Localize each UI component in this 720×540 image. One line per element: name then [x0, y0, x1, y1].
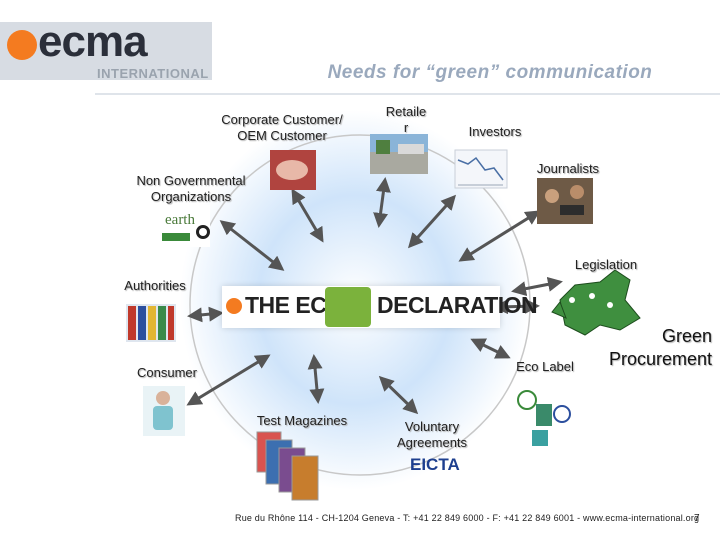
stock-chart-icon: [454, 149, 508, 189]
label-authorities: Authorities: [124, 278, 186, 293]
page-number: 7: [694, 513, 700, 524]
arrow-legislation: [511, 276, 563, 297]
label-legislation: Legislation: [574, 257, 638, 272]
eco-tree-icon: [325, 287, 371, 327]
magazines-icon: [256, 431, 319, 501]
arrow-retailer: [373, 177, 391, 228]
label-ngo: Non Governmental Organizations: [136, 173, 246, 204]
footer-address: Rue du Rhône 114 - CH-1204 Geneva - T: +…: [235, 513, 700, 523]
arrow-green-procurement: [493, 298, 540, 315]
store-photo-icon: [370, 134, 428, 174]
arrow-test-magazines: [307, 354, 325, 404]
camera-crew-photo-icon: [537, 178, 593, 224]
arrow-journalists: [458, 210, 541, 262]
arrow-voluntary: [378, 375, 419, 415]
label-retailer-2: r: [403, 120, 409, 135]
title-rule: [95, 93, 720, 95]
ecma-logo-dot-icon: [7, 30, 37, 60]
svg-text:earth: earth: [165, 212, 195, 228]
arrow-investors: [407, 194, 457, 249]
ecma-logo-sub: INTERNATIONAL: [97, 66, 209, 81]
slide-title: Needs for “green” communication: [327, 62, 653, 83]
europe-map-icon: [551, 269, 641, 336]
arrow-corporate: [291, 188, 324, 243]
flags-photo-icon: [126, 304, 176, 342]
ecma-logo-word: ecma: [38, 17, 148, 66]
label-investors: Investors: [468, 124, 522, 139]
arrow-consumer: [186, 354, 271, 406]
label-green-procurement-1: Green: [661, 326, 712, 346]
consumer-photo-icon: [143, 386, 185, 436]
eco-declaration-text-2: DECLARATION: [377, 292, 538, 318]
label-eco-label: Eco Label: [516, 359, 574, 374]
eicta-logo-icon: EICTA: [410, 455, 460, 474]
label-test-magazines: Test Magazines: [256, 413, 348, 428]
label-consumer: Consumer: [137, 365, 197, 380]
eco-label-icons: [517, 390, 571, 446]
eco-declaration-dot-icon: [226, 298, 242, 314]
earth-wwf-logo-icon: earth: [160, 205, 210, 247]
label-retailer-1: Retaile: [385, 104, 427, 119]
arrow-ngo: [219, 220, 285, 271]
label-journalists: Journalists: [536, 161, 600, 176]
label-corporate: Corporate Customer/ OEM Customer: [221, 112, 343, 143]
arrow-eco-label: [470, 338, 511, 359]
arrow-authorities: [187, 306, 224, 323]
label-voluntary: Voluntary Agreements: [396, 419, 468, 450]
handshake-photo-icon: [270, 150, 316, 190]
label-green-procurement-2: Procurement: [608, 349, 712, 369]
